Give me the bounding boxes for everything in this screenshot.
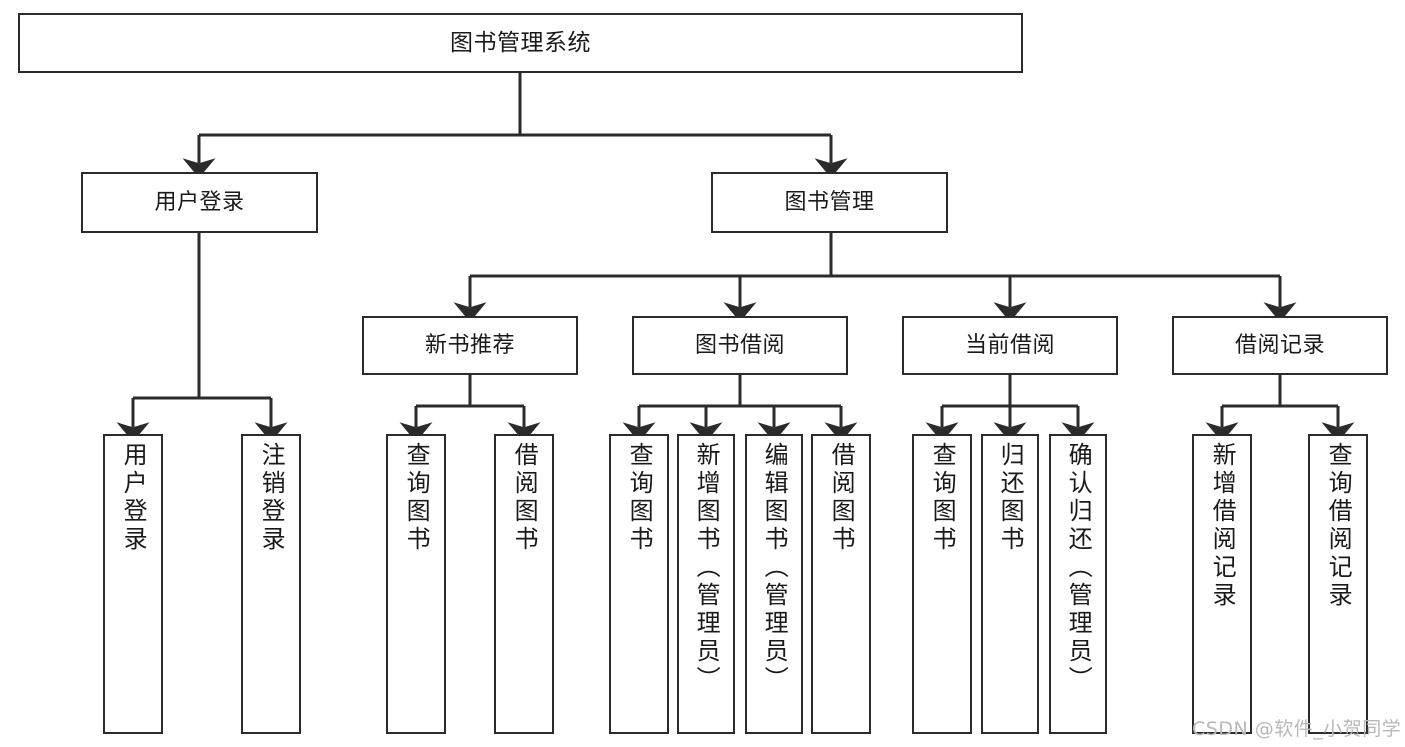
node-book-borrow[interactable]: 图书借阅 bbox=[632, 316, 848, 375]
node-leaf-borrow-book-2[interactable]: 借阅图书 bbox=[811, 434, 871, 734]
node-label: 确认归还（管理员） bbox=[1064, 442, 1093, 694]
csdn-watermark: CSDN @软件_小贺同学 bbox=[1192, 718, 1402, 740]
node-label: 用户登录 bbox=[119, 442, 148, 554]
node-leaf-user-login[interactable]: 用户登录 bbox=[103, 434, 163, 734]
node-user-login[interactable]: 用户登录 bbox=[81, 172, 318, 233]
node-label: 借阅记录 bbox=[1234, 332, 1325, 358]
node-label: 当前借阅 bbox=[964, 332, 1055, 358]
node-label: 查询图书 bbox=[402, 442, 431, 554]
node-label: 图书管理 bbox=[784, 189, 875, 215]
node-leaf-query-book-2[interactable]: 查询图书 bbox=[609, 434, 669, 734]
node-borrow-record[interactable]: 借阅记录 bbox=[1172, 316, 1388, 375]
node-leaf-borrow-book-1[interactable]: 借阅图书 bbox=[494, 434, 554, 734]
node-leaf-query-book-1[interactable]: 查询图书 bbox=[386, 434, 446, 734]
node-label: 用户登录 bbox=[154, 189, 245, 215]
node-label: 新增借阅记录 bbox=[1208, 442, 1237, 610]
node-leaf-query-book-3[interactable]: 查询图书 bbox=[912, 434, 972, 734]
node-label: 归还图书 bbox=[996, 442, 1025, 554]
node-label: 新书推荐 bbox=[424, 332, 515, 358]
node-leaf-add-book[interactable]: 新增图书（管理员） bbox=[677, 434, 735, 734]
node-label: 查询图书 bbox=[625, 442, 654, 554]
node-label: 借阅图书 bbox=[827, 442, 856, 554]
node-root-book-management-system[interactable]: 图书管理系统 bbox=[18, 13, 1023, 73]
node-leaf-confirm-return[interactable]: 确认归还（管理员） bbox=[1049, 434, 1107, 734]
node-label: 图书管理系统 bbox=[450, 29, 591, 56]
node-leaf-user-logout[interactable]: 注销登录 bbox=[241, 434, 301, 734]
node-label: 图书借阅 bbox=[694, 332, 785, 358]
node-leaf-add-record[interactable]: 新增借阅记录 bbox=[1192, 434, 1252, 734]
node-leaf-query-record[interactable]: 查询借阅记录 bbox=[1308, 434, 1368, 734]
node-label: 编辑图书（管理员） bbox=[760, 442, 789, 694]
node-leaf-edit-book[interactable]: 编辑图书（管理员） bbox=[745, 434, 803, 734]
node-leaf-return-book[interactable]: 归还图书 bbox=[981, 434, 1039, 734]
node-book-management[interactable]: 图书管理 bbox=[711, 172, 948, 233]
node-label: 借阅图书 bbox=[510, 442, 539, 554]
node-new-book-recommend[interactable]: 新书推荐 bbox=[362, 316, 578, 375]
node-label: 新增图书（管理员） bbox=[692, 442, 721, 694]
node-current-borrow[interactable]: 当前借阅 bbox=[902, 316, 1118, 375]
node-label: 注销登录 bbox=[257, 442, 286, 554]
node-label: 查询图书 bbox=[928, 442, 957, 554]
node-label: 查询借阅记录 bbox=[1324, 442, 1353, 610]
